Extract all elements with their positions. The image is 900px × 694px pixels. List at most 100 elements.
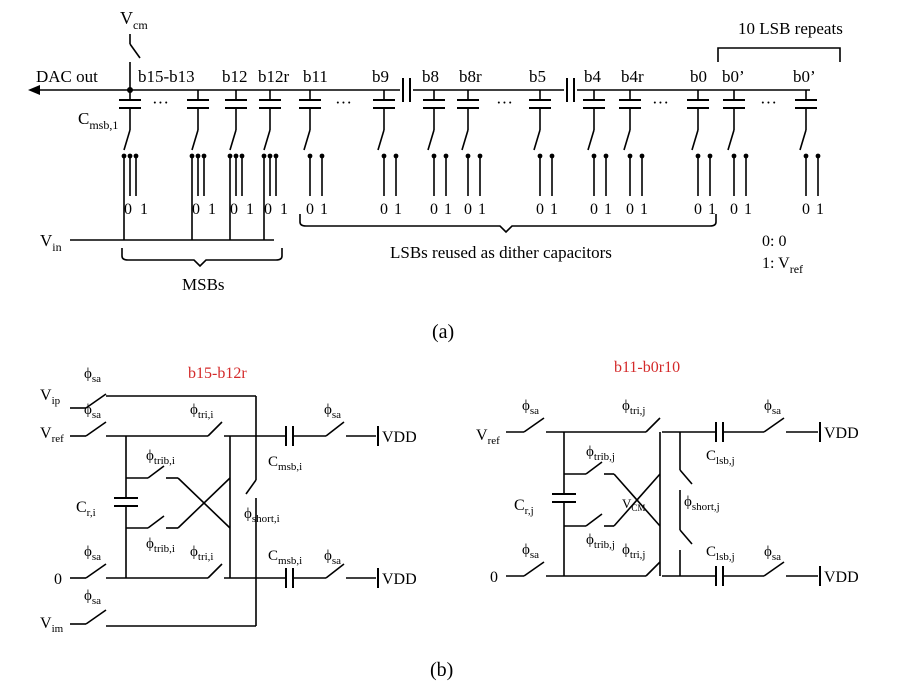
bit-switch: [303, 129, 311, 151]
bit-switch: [191, 129, 199, 151]
switch-contact: [707, 153, 713, 159]
bit-label: b15-b13: [138, 67, 195, 86]
switch-1-label: 1: [246, 201, 254, 218]
switch-0-label: 0: [124, 201, 132, 218]
switch-1-label: 1: [394, 201, 402, 218]
phi-sa-label: ϕsa: [324, 548, 341, 567]
bit-switch: [123, 129, 131, 151]
bit-label: b5: [529, 67, 546, 86]
cmsb-top-label: Cmsb,i: [268, 454, 302, 473]
panel-a: Vcm DAC out b15-b13 b12 b12r b11 b9 b8 b…: [28, 8, 843, 343]
switch-0-label: 0: [536, 201, 544, 218]
switch-contact: [393, 153, 399, 159]
bit-label: b4: [584, 67, 602, 86]
switch-0-label: 0: [306, 201, 314, 218]
ellipsis: ···: [152, 93, 169, 112]
bit-switch: [461, 129, 469, 151]
switch-contact: [133, 153, 139, 159]
panel-b-right: b11-b0r10 Vref ϕsa ϕtri,j Clsb,j ϕsa VDD…: [476, 359, 859, 586]
switch-contact: [639, 153, 645, 159]
bit-label: b12: [222, 67, 248, 86]
ellipsis: ···: [335, 93, 352, 112]
ellipsis: ···: [496, 93, 513, 112]
cr-label: Cr,j: [514, 497, 534, 517]
bit-switch: [377, 129, 385, 151]
bit-label: b4r: [621, 67, 644, 86]
switch-contact: [443, 153, 449, 159]
bit-switch: [727, 129, 735, 151]
switch-contact: [743, 153, 749, 159]
switch-1-label: 1: [140, 201, 148, 218]
bit-label: b0: [690, 67, 707, 86]
cmsb-bottom-label: Cmsb,i: [268, 548, 302, 567]
switch-1-label: 1: [320, 201, 328, 218]
phi-tri-label: ϕtri,j: [622, 542, 646, 561]
switch-contact: [267, 153, 273, 159]
switch-contact: [307, 153, 313, 159]
switch-contact: [815, 153, 821, 159]
phi-sa-label: ϕsa: [84, 588, 101, 607]
switch-1-label: 1: [550, 201, 558, 218]
bit-switch: [799, 129, 807, 151]
switch-1-label: 1: [478, 201, 486, 218]
switch-contact: [195, 153, 201, 159]
vdd-top-label: VDD: [824, 425, 859, 442]
phi-sa-label: ϕsa: [84, 366, 101, 385]
phi-sa-label: ϕsa: [84, 544, 101, 563]
dac-out-label: DAC out: [36, 67, 98, 86]
vdd-top-label: VDD: [382, 429, 417, 446]
phi-sa-label: ϕsa: [764, 544, 781, 563]
bit-label: b0’: [793, 67, 816, 86]
switch-contact: [591, 153, 597, 159]
bit-label: b12r: [258, 67, 290, 86]
dac-out-arrow: [28, 85, 40, 95]
switch-1-label: 1: [444, 201, 452, 218]
bit-labels: b15-b13 b12 b12r b11 b9 b8 b8r b5 b4 b4r…: [138, 67, 816, 86]
panel-b-left: b15-b12r Vip ϕsa Vref ϕsa ϕtri,i Cmsb,i …: [40, 365, 417, 635]
switch-0-label: 0: [730, 201, 738, 218]
vdd-bottom-label: VDD: [824, 569, 859, 586]
legend-1: 1: Vref: [762, 255, 803, 276]
vcm-node-label: VCM: [622, 496, 645, 513]
vim-label: Vim: [40, 615, 64, 635]
vcm-label: Vcm: [120, 8, 148, 32]
phi-tri-label: ϕtri,i: [190, 544, 214, 563]
switch-1-label: 1: [744, 201, 752, 218]
phi-trib-label: ϕtrib,j: [586, 532, 615, 551]
lsb-bracket: [299, 214, 717, 234]
bit-switch: [229, 129, 237, 151]
phi-trib-label: ϕtrib,i: [146, 536, 175, 555]
clsb-bottom-label: Clsb,j: [706, 544, 735, 563]
clsb-top-label: Clsb,j: [706, 448, 735, 467]
switch-0-label: 0: [380, 201, 388, 218]
bit-switch: [691, 129, 699, 151]
phi-short-label: ϕshort,i: [244, 506, 280, 525]
switch-contact: [201, 153, 207, 159]
phi-tri-label: ϕtri,j: [622, 398, 646, 417]
switch-1-label: 1: [816, 201, 824, 218]
cr-label: Cr,i: [76, 499, 96, 519]
panel-b-caption: (b): [430, 659, 453, 681]
switch-contact: [233, 153, 239, 159]
phi-sa-label: ϕsa: [522, 542, 539, 561]
switch-1-label: 1: [640, 201, 648, 218]
switch-contact: [127, 153, 133, 159]
switch-contact: [239, 153, 245, 159]
switch-0-label: 0: [626, 201, 634, 218]
switch-0-label: 0: [590, 201, 598, 218]
switch-contact: [381, 153, 387, 159]
switch-contact: [273, 153, 279, 159]
phi-sa-label: ϕsa: [764, 398, 781, 417]
switch-contact: [319, 153, 325, 159]
phi-tri-label: ϕtri,i: [190, 402, 214, 421]
switch-contact: [121, 153, 127, 159]
right-title: b11-b0r10: [614, 359, 680, 376]
switch-1-label: 1: [604, 201, 612, 218]
bit-label: b9: [372, 67, 389, 86]
switch-contact: [803, 153, 809, 159]
lsb-dither-label: LSBs reused as dither capacitors: [390, 243, 612, 262]
msbs-label: MSBs: [182, 275, 225, 294]
switch-contact: [477, 153, 483, 159]
ellipsis: ···: [652, 93, 669, 112]
